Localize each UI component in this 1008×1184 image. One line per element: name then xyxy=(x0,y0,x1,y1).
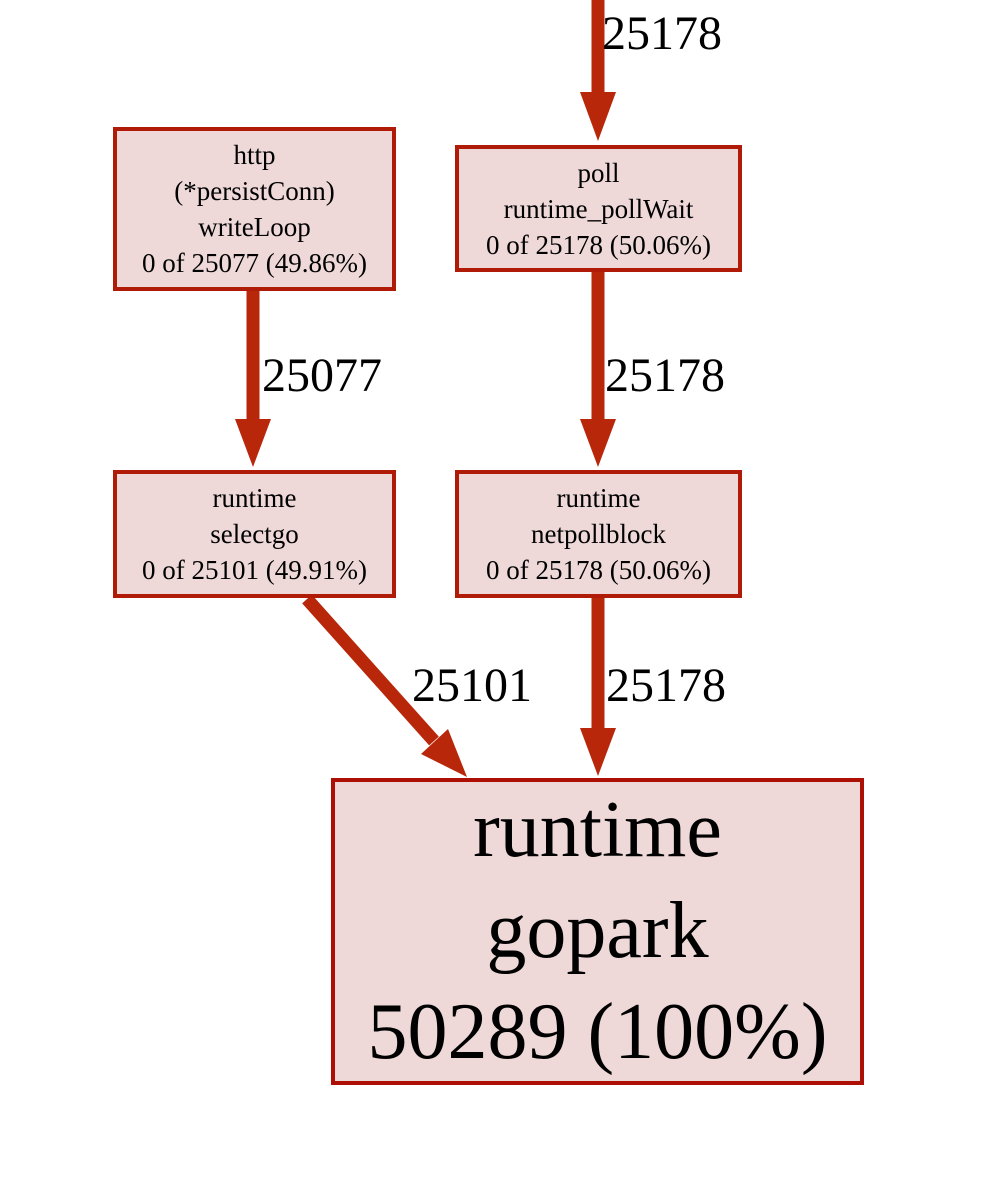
edge-label-poll-netpollblock: 25178 xyxy=(605,349,725,402)
node-line: 50289 (100%) xyxy=(367,988,828,1076)
node-runtime-selectgo[interactable]: runtime selectgo 0 of 25101 (49.91%) xyxy=(113,470,396,598)
edge-label-netpollblock-gopark: 25178 xyxy=(606,659,726,712)
node-line: runtime xyxy=(556,483,641,513)
node-line: selectgo xyxy=(210,519,299,549)
node-line: runtime xyxy=(212,483,297,513)
node-line: (*persistConn) xyxy=(174,176,335,206)
node-line: http xyxy=(233,140,276,170)
node-line: 0 of 25178 (50.06%) xyxy=(486,229,711,260)
node-line: writeLoop xyxy=(198,212,311,242)
node-line: runtime_pollWait xyxy=(503,193,694,224)
node-runtime-netpollblock[interactable]: runtime netpollblock 0 of 25178 (50.06%) xyxy=(455,470,742,598)
node-line: 0 of 25077 (49.86%) xyxy=(142,248,367,278)
node-line: 0 of 25101 (49.91%) xyxy=(142,555,367,585)
node-line: runtime xyxy=(473,786,722,874)
node-line: poll xyxy=(577,157,620,188)
node-line: gopark xyxy=(486,887,709,975)
edge-label-writeloop-selectgo: 25077 xyxy=(262,349,382,402)
node-runtime-gopark[interactable]: runtime gopark 50289 (100%) xyxy=(331,778,864,1085)
node-line: netpollblock xyxy=(531,519,666,549)
node-line: 0 of 25178 (50.06%) xyxy=(486,555,711,585)
node-http-writeloop[interactable]: http (*persistConn) writeLoop 0 of 25077… xyxy=(113,127,396,291)
edge-label-into-poll: 25178 xyxy=(602,7,722,60)
edge-label-selectgo-gopark: 25101 xyxy=(412,659,532,712)
node-poll-pollwait[interactable]: poll runtime_pollWait 0 of 25178 (50.06%… xyxy=(455,145,742,272)
